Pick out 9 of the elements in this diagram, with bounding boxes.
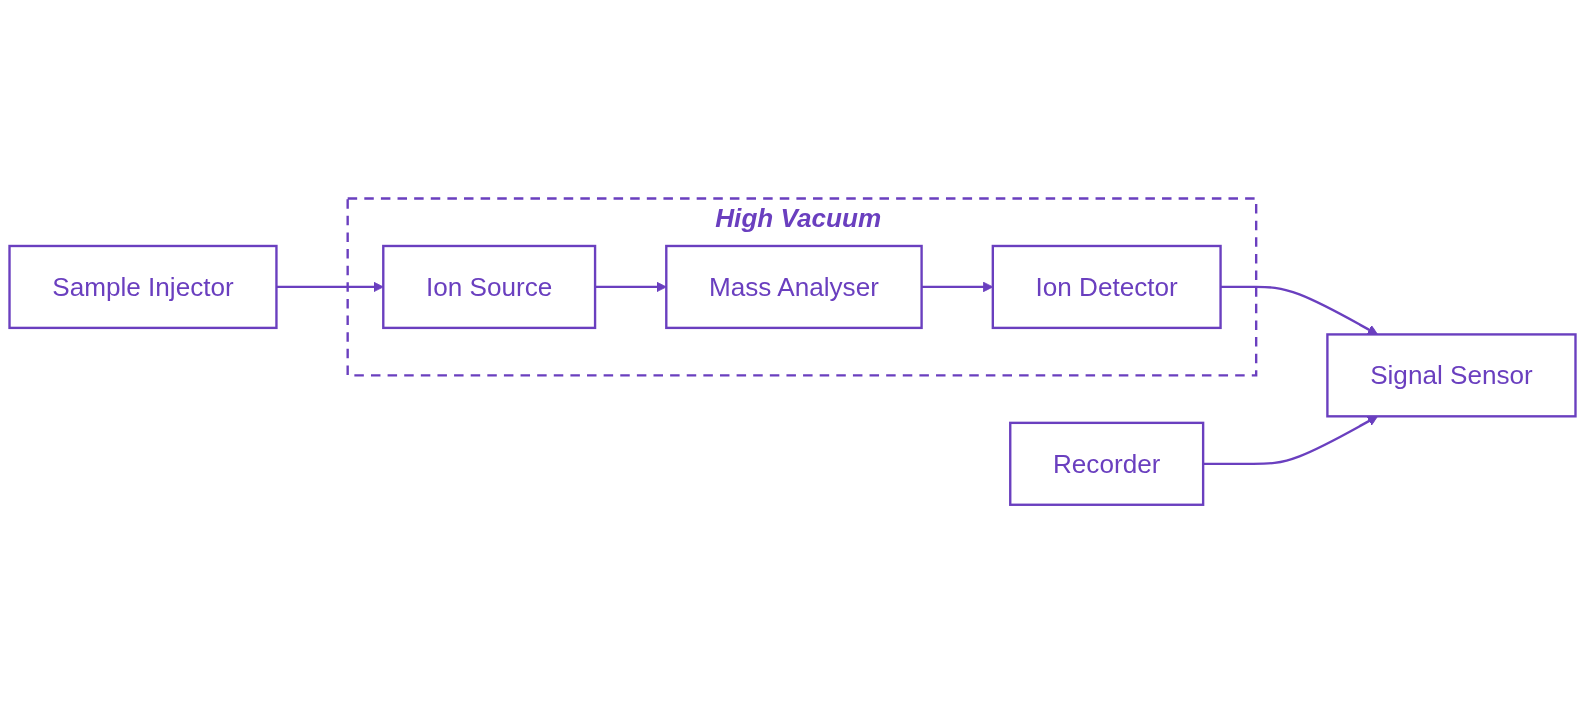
arrow (595, 282, 667, 293)
node-box: Recorder (1009, 422, 1205, 507)
node-box: Ion Source (382, 245, 597, 330)
node-box: Mass Analyser (665, 245, 923, 330)
arrow (1203, 416, 1378, 466)
node-box: Sample Injector (8, 245, 278, 330)
node-box: Ion Detector (991, 245, 1222, 330)
node-box: Signal Sensor (1326, 333, 1577, 418)
arrow (276, 282, 384, 293)
